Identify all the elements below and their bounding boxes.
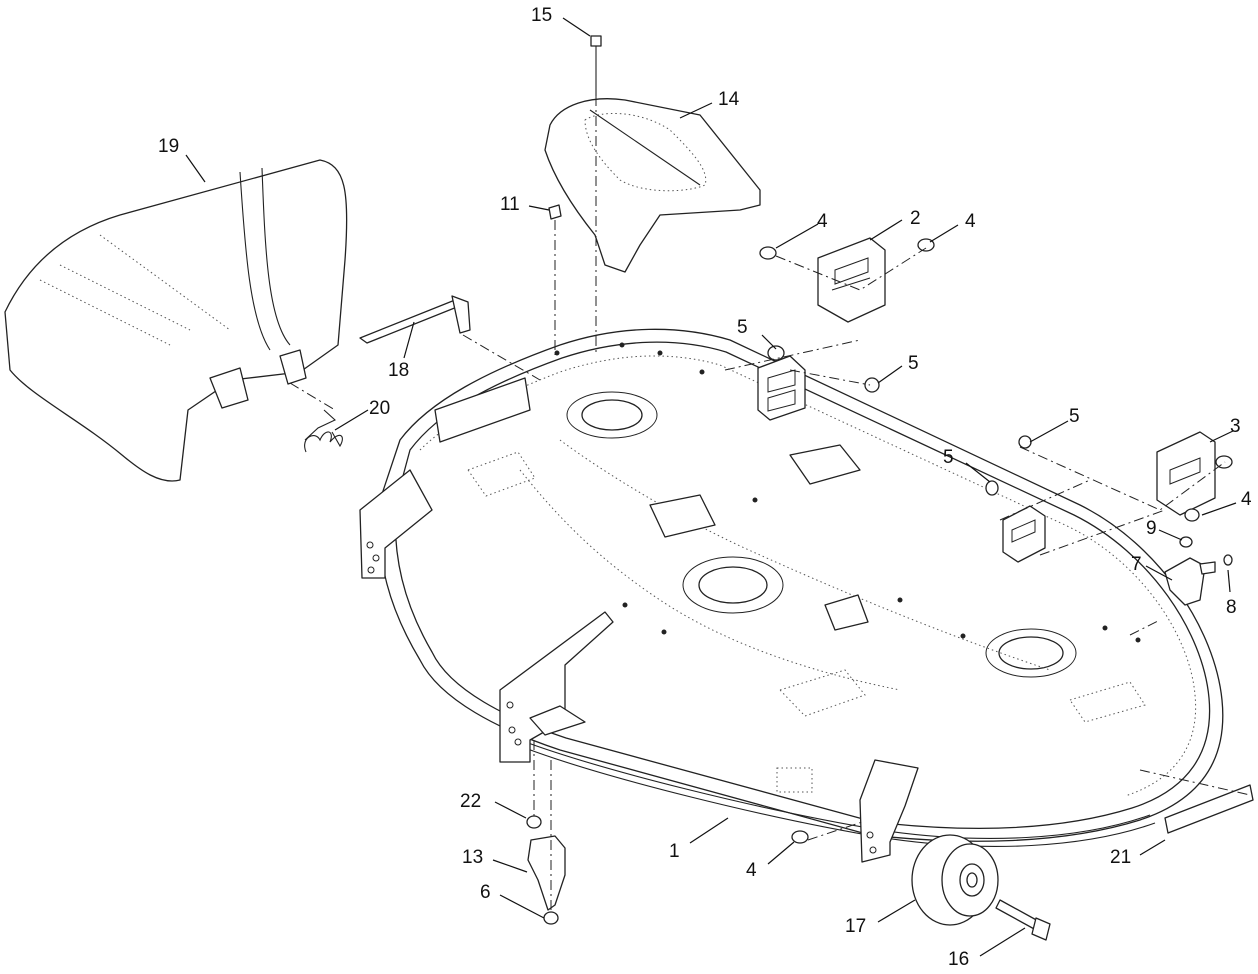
callout-6: 6 bbox=[480, 882, 491, 903]
deck-bracket-3 bbox=[1156, 431, 1216, 516]
belt-cover bbox=[544, 98, 761, 273]
callout-9: 9 bbox=[1146, 518, 1157, 539]
deck-strip bbox=[1164, 784, 1254, 834]
fasteners bbox=[526, 35, 1233, 925]
grease-fitting-bracket bbox=[1164, 557, 1216, 606]
callout-5-upper-right: 5 bbox=[908, 353, 919, 374]
callout-13: 13 bbox=[462, 847, 483, 868]
callout-labels: 1 2 3 4 4 4 4 5 5 5 5 6 7 8 9 11 13 14 1… bbox=[158, 5, 1252, 970]
callout-19: 19 bbox=[158, 136, 179, 157]
hinge-rod bbox=[359, 295, 471, 344]
callout-20: 20 bbox=[369, 398, 390, 419]
callout-7: 7 bbox=[1131, 554, 1142, 575]
callout-4-top-right: 4 bbox=[965, 211, 976, 232]
callout-8: 8 bbox=[1226, 597, 1237, 618]
leader-lines bbox=[185, 17, 1237, 957]
torsion-spring bbox=[304, 409, 343, 453]
callout-15: 15 bbox=[531, 5, 552, 26]
gauge-wheel bbox=[911, 834, 999, 926]
callout-16: 16 bbox=[948, 949, 969, 970]
callout-17: 17 bbox=[845, 916, 866, 937]
discharge-chute-deflector bbox=[4, 159, 348, 482]
callout-5-lower-left: 5 bbox=[943, 447, 954, 468]
callout-5-upper-left: 5 bbox=[737, 317, 748, 338]
mower-deck-shell bbox=[378, 328, 1224, 847]
deck-plate-right bbox=[1002, 505, 1046, 563]
front-hitch-bracket-right bbox=[499, 611, 614, 763]
callout-3: 3 bbox=[1230, 416, 1241, 437]
callout-18: 18 bbox=[388, 360, 409, 381]
rear-wheel-bracket bbox=[859, 759, 919, 863]
axle-bolt bbox=[995, 899, 1051, 941]
callout-21: 21 bbox=[1110, 847, 1131, 868]
assembly-lines bbox=[289, 96, 1251, 912]
deck-bracket-2 bbox=[817, 237, 886, 323]
callout-2: 2 bbox=[910, 208, 921, 229]
callout-4-right: 4 bbox=[1241, 489, 1252, 510]
front-hitch-bracket-left bbox=[359, 469, 433, 579]
callout-11: 11 bbox=[500, 194, 520, 215]
callout-4-top-left: 4 bbox=[817, 211, 828, 232]
callout-22: 22 bbox=[460, 791, 481, 812]
callout-1: 1 bbox=[669, 841, 680, 862]
callout-14: 14 bbox=[718, 89, 740, 110]
callout-5-lower-right: 5 bbox=[1069, 406, 1080, 427]
deck-plate-left bbox=[757, 355, 806, 421]
wheel-bracket-13 bbox=[527, 835, 566, 911]
callout-4-bottom: 4 bbox=[746, 860, 757, 881]
